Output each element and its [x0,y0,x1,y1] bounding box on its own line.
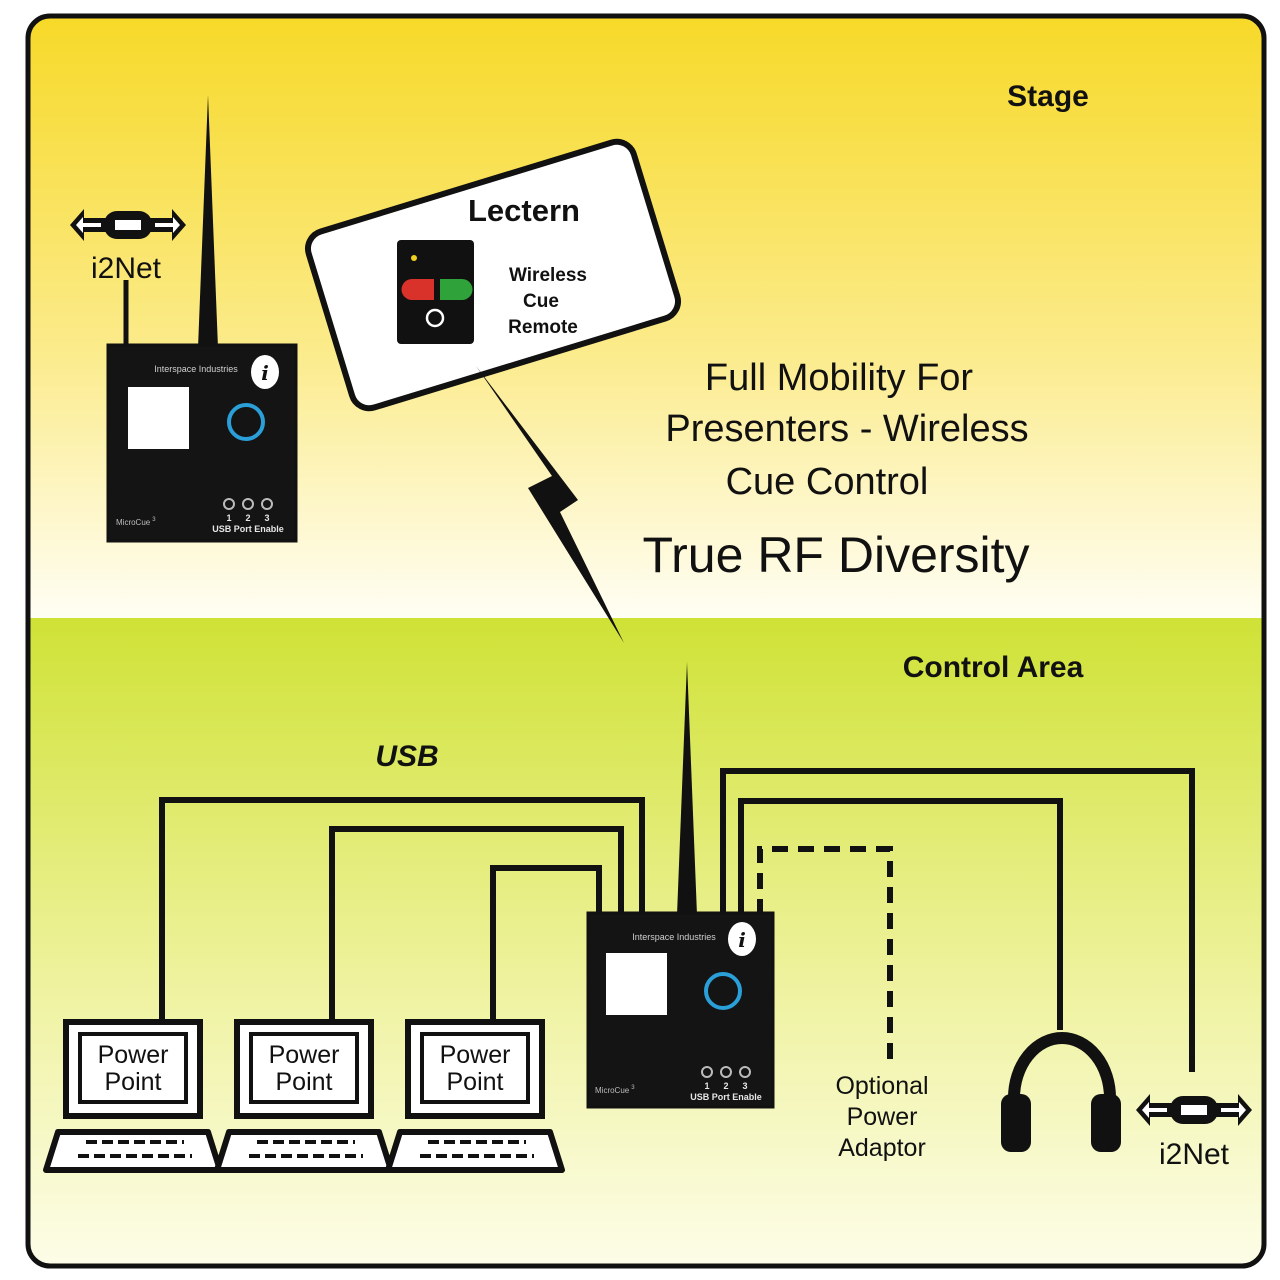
control-device-display [606,953,667,1015]
stage-label: Stage [1007,80,1089,113]
headphones-icon [1001,1032,1121,1152]
headline-line3: Cue Control [726,461,929,503]
laptop-3-line1: Power [440,1041,511,1069]
laptop-3-line2: Point [447,1068,504,1096]
power-adaptor-cable [757,846,893,1062]
stage-port-label: USB Port Enable [212,524,284,534]
control-area-label: Control Area [903,651,1084,684]
stage-device-button-ring [227,403,265,441]
remote-label-line2: Cue [523,291,559,312]
laptop-2-line2: Point [276,1068,333,1096]
control-port-1: 1 [704,1081,709,1091]
headline-line1: Full Mobility For [705,357,973,399]
usb-cable-1 [159,797,645,1022]
stage-device-display [128,387,189,449]
power-adaptor-line2: Power [847,1103,918,1131]
power-adaptor-line3: Adaptor [838,1134,926,1162]
stage-port-2: 2 [245,513,250,523]
remote-label-line1: Wireless [509,265,587,286]
power-adaptor-line1: Optional [835,1072,928,1100]
control-port-label: USB Port Enable [690,1092,762,1102]
control-antenna [677,662,697,915]
headphone-cable [738,798,1063,1030]
wireless-remote-icon [397,240,474,344]
control-network-label: i2Net [1159,1138,1230,1171]
laptop-1: Power Point [46,1022,220,1170]
network-cable [720,768,1195,1072]
control-device-button-ring [704,972,742,1010]
stage-device-maker: Interspace Industries [154,364,238,374]
usb-cables [159,797,645,1022]
laptop-3: Power Point [388,1022,562,1170]
remote-label-line3: Remote [508,317,578,338]
usb-cable-3 [490,865,602,1022]
control-port-2: 2 [723,1081,728,1091]
control-device-logo-icon: i [738,928,746,952]
stage-port-3: 3 [264,513,269,523]
stage-device-logo-icon: i [261,361,269,385]
rf-diversity-label: True RF Diversity [642,527,1029,583]
control-microcue-device: Interspace Industries i 1 2 3 USB Port E… [586,662,775,1109]
laptop-1-line1: Power [98,1041,169,1069]
stage-network-label: i2Net [91,252,162,285]
outer-frame [25,13,1267,1269]
headline-line2: Presenters - Wireless [665,408,1028,450]
laptop-2-line1: Power [269,1041,340,1069]
laptop-1-line2: Point [105,1068,162,1096]
laptop-2: Power Point [217,1022,391,1170]
usb-label: USB [375,740,438,773]
control-port-3: 3 [742,1081,747,1091]
usb-cable-2 [329,826,624,1022]
stage-microcue-device: Interspace Industries i 1 2 3 USB Port E… [106,95,298,543]
lectern-title: Lectern [468,193,580,228]
stage-antenna [198,95,218,348]
rf-lightning-icon [476,366,624,643]
control-device-maker: Interspace Industries [632,932,716,942]
stage-port-1: 1 [226,513,231,523]
